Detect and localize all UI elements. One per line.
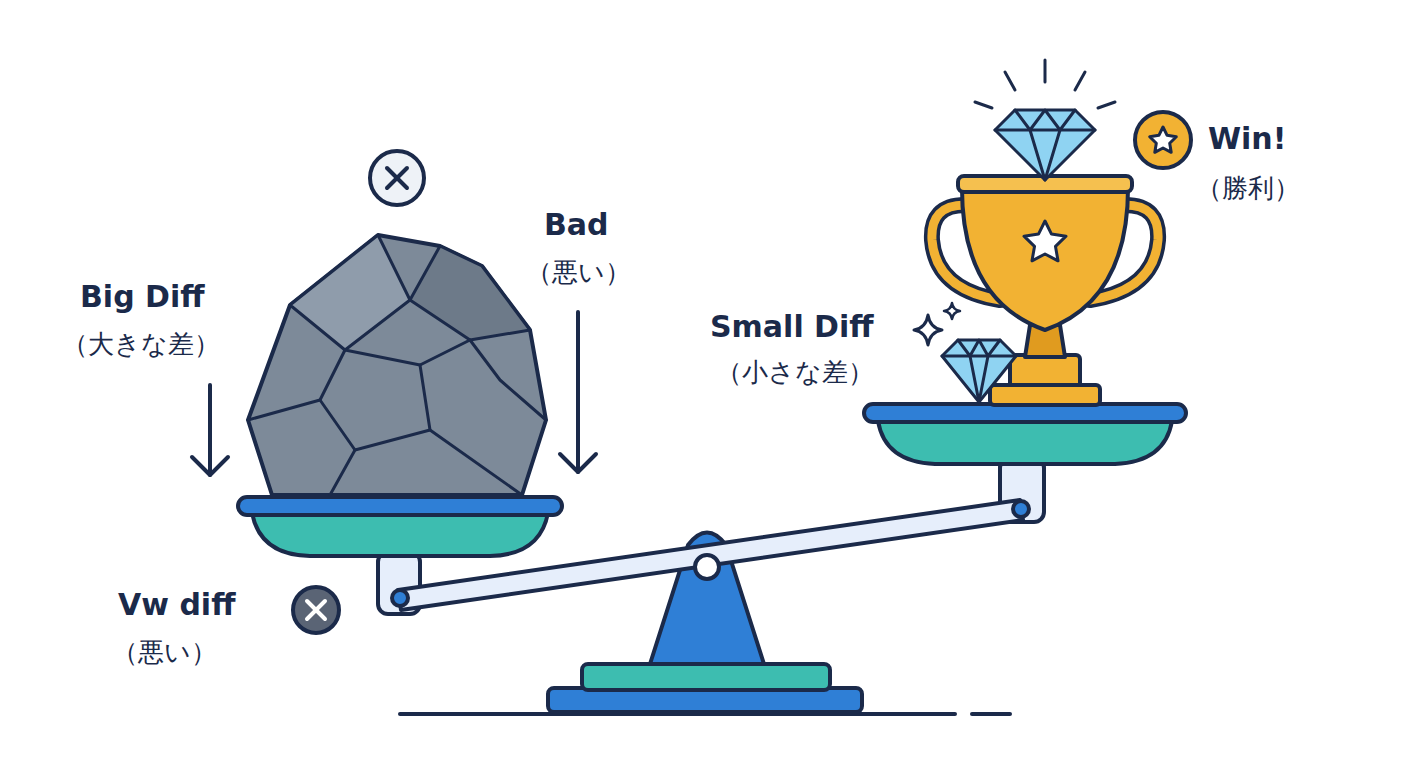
cross-badge [293,587,339,633]
callout-translation: （勝利） [1196,174,1300,204]
cross-badge [370,151,424,205]
trophy [932,176,1158,405]
sparkle [914,315,942,345]
pivot-pin [695,555,719,579]
diamond-gem [942,340,1016,402]
callout-heading: Big Diff [80,280,205,315]
callout-translation: （悪い） [526,258,631,288]
left-pan [238,497,562,515]
callout-translation: （小さな差） [716,358,874,388]
callout-heading: Small Diff [710,310,874,345]
diamond-gem [995,110,1095,180]
ground-line [972,712,1010,716]
pivot-pin [1013,501,1029,517]
scale-base [582,664,830,690]
callout-heading: Win! [1208,122,1286,157]
sparkle [944,303,960,319]
down-arrow [192,312,596,475]
sparkle-rays [975,60,1115,108]
star-badge [1135,112,1191,168]
pivot-pin [392,590,408,606]
rock [248,235,546,495]
callout-translation: （大きな差） [62,330,220,360]
callout-heading: Bad [544,208,609,243]
callout-translation: （悪い） [112,638,217,668]
callout-heading: Vw diff [118,588,235,623]
left-pan [252,513,548,556]
right-pan [878,421,1172,464]
